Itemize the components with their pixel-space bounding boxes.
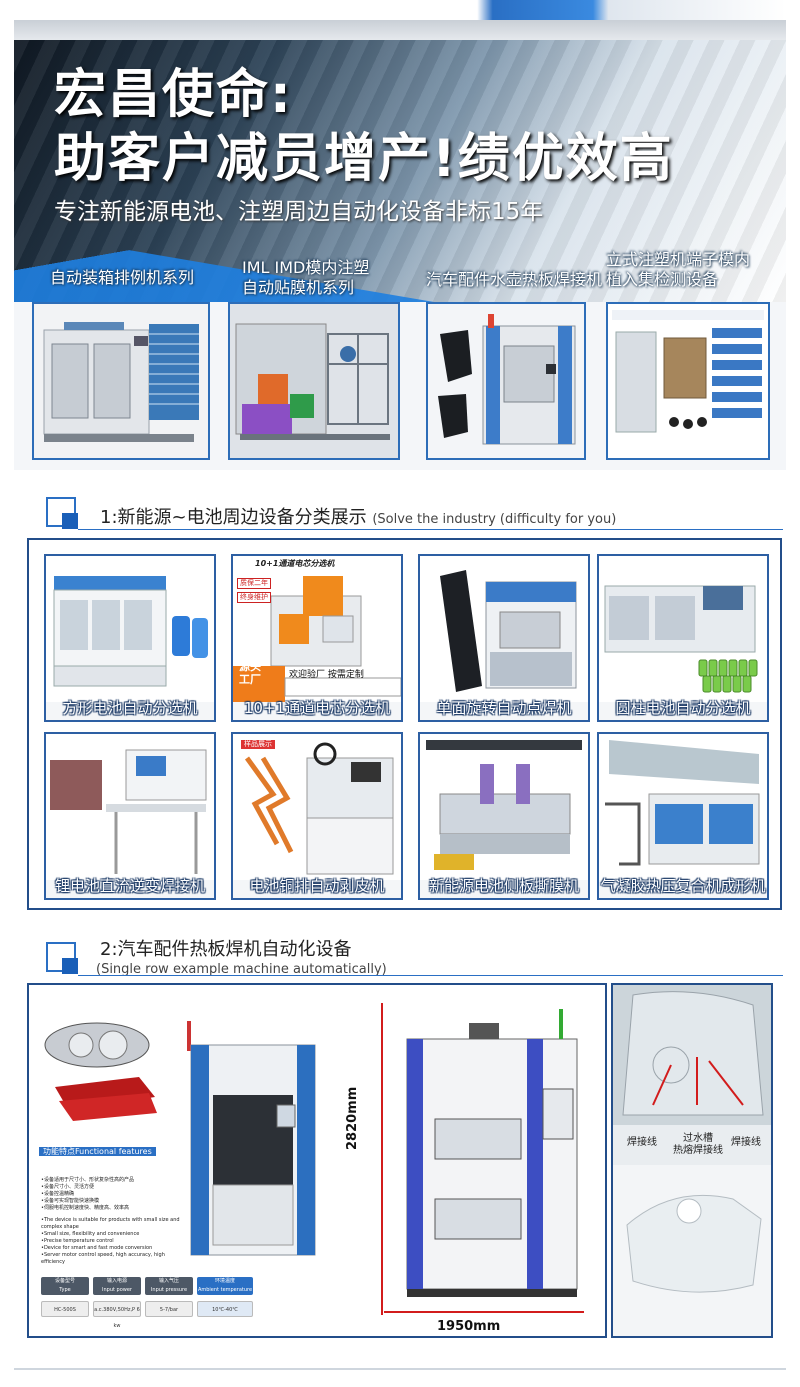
item-label: 单面旋转自动点焊机 — [436, 699, 572, 717]
cylinder-sorter-image — [599, 556, 767, 702]
channel-badge: 10+1通道电芯分选机 — [255, 559, 335, 568]
item-side-plate-peeler[interactable]: 新能源电池侧板撕膜机 — [418, 732, 590, 900]
feature-en-0: •The device is suitable for products wit… — [41, 1217, 180, 1223]
feature-en-4: •Device for smart and fast mode conversi… — [41, 1245, 153, 1251]
weld-line-left-label: 焊接线 — [627, 1137, 657, 1148]
item-aerogel-press[interactable]: 气凝胶热压复合机成形机 — [597, 732, 769, 900]
feature-cn-4: •伺服电机控制速度快、精度高、效率高 — [41, 1205, 129, 1211]
weld-detail-panel: 焊接线 过水槽 热熔焊接线 焊接线 — [611, 983, 773, 1338]
item-label: 方形电池自动分选机 — [62, 699, 198, 717]
section2-square-inner — [62, 958, 78, 974]
feature-en-2: •Small size, flexibility and convenience — [41, 1231, 140, 1237]
copper-stripper-image — [233, 734, 401, 880]
spec-value-power: a.c.380V,50Hz,P 6 kw — [93, 1301, 141, 1329]
features-heading: 功能特点Functional features — [39, 1147, 156, 1156]
bottom-rule — [14, 1368, 786, 1370]
hero-product-cards — [32, 302, 772, 462]
item-dc-welder[interactable]: 锂电池直流逆变焊接机 — [44, 732, 216, 900]
product-label-3: 汽车配件水壶热板焊接机 — [426, 270, 603, 289]
width-dimension-text: 1950mm — [437, 1319, 501, 1334]
aerogel-press-image — [599, 734, 767, 880]
spec-value-temp: 10℃-40℃ — [197, 1301, 253, 1317]
hero-top-bar — [14, 0, 786, 42]
hot-plate-welder-machine-image — [187, 1021, 316, 1256]
weld-line-middle-label: 过水槽 热熔焊接线 — [673, 1133, 723, 1156]
hot-plate-machine-image — [428, 304, 584, 458]
item-cylinder-sorter[interactable]: 圆柱电池自动分选机 — [597, 554, 769, 722]
sample-badge: 样品展示 — [241, 740, 275, 749]
feature-en-6: efficiency — [41, 1259, 66, 1265]
square-battery-sorter-image — [46, 556, 214, 702]
source-factory-badge: 源头 工厂 — [239, 660, 261, 686]
feature-cn-0: •设备适用于尺寸小、形状复杂性高的产品 — [41, 1177, 134, 1183]
product-label-4: 立式注塑机端子模内 植入集检测设备 — [606, 250, 751, 289]
section1-square-inner — [62, 513, 78, 529]
maintain-badge: 终身维护 — [237, 592, 271, 603]
feature-cn-3: •设备可实现智能快速换模 — [41, 1198, 99, 1204]
vertical-injection-diagram — [608, 304, 768, 458]
item-label: 新能源电池侧板撕膜机 — [428, 877, 579, 895]
section1-title: 1:新能源~电池周边设备分类展示 (Solve the industry (di… — [100, 507, 617, 528]
height-dimension-line — [381, 1003, 383, 1315]
dc-welder-image — [46, 734, 214, 880]
hero-title-line2: 助客户减员增产!绩优效高 — [54, 129, 674, 189]
feature-en-3: •Precise temperature control — [41, 1238, 114, 1244]
feature-en-5: •Server motor control speed, high accura… — [41, 1252, 165, 1258]
height-dimension-text: 2820mm — [345, 1086, 360, 1150]
product-card-iml[interactable] — [228, 302, 400, 460]
item-label: 锂电池直流逆变焊接机 — [54, 877, 205, 895]
item-copper-stripper[interactable]: 样品展示 电池铜排自动剥皮机 — [231, 732, 403, 900]
hero-title-line1: 宏昌使命: — [54, 65, 293, 125]
item-spot-welder[interactable]: 单面旋转自动点焊机 — [418, 554, 590, 722]
spec-value-pressure: 5-7/bar — [145, 1301, 193, 1317]
item-label: 圆柱电池自动分选机 — [615, 699, 751, 717]
section2-rule — [78, 975, 783, 976]
welcome-badge: 欢迎验厂 按需定制 — [289, 670, 364, 680]
item-channel-sorter[interactable]: 10+1通道电芯分选机 质保二年 终身维护 源头 工厂 欢迎验厂 按需定制 10… — [231, 554, 403, 722]
product-label-2: IML IMD模内注塑 自动贴膜机系列 — [242, 258, 370, 297]
spec-value-type: HC-500S — [41, 1301, 89, 1317]
product-label-1: 自动装箱排例机系列 — [50, 268, 195, 287]
section2-subtitle: (Single row example machine automaticall… — [96, 962, 387, 977]
battery-equipment-grid: 方形电池自动分选机 10+1通道电芯分选机 质保二年 终身维护 源头 工厂 欢迎… — [27, 538, 782, 910]
item-square-battery-sorter[interactable]: 方形电池自动分选机 — [44, 554, 216, 722]
feature-en-1: complex shape — [41, 1224, 79, 1230]
spot-welder-image — [420, 556, 588, 702]
machine-dimension-drawing — [406, 1009, 578, 1297]
product-card-box-packing[interactable] — [32, 302, 210, 460]
hero-banner: 宏昌使命: 助客户减员增产!绩优效高 专注新能源电池、注塑周边自动化设备非标15… — [14, 0, 786, 470]
weld-line-right-label: 焊接线 — [731, 1137, 761, 1148]
hot-plate-welder-panel: 功能特点Functional features •设备适用于尺寸小、形状复杂性高… — [27, 983, 607, 1338]
width-dimension-line — [384, 1311, 584, 1313]
box-packing-machine-image — [34, 304, 208, 458]
side-plate-peeler-image — [420, 734, 588, 880]
product-card-hot-plate[interactable] — [426, 302, 586, 460]
weld-detail-image — [613, 985, 771, 1336]
product-card-vertical-injection[interactable] — [606, 302, 770, 460]
warranty-badge: 质保二年 — [237, 578, 271, 589]
feature-cn-1: •设备尺寸小、灵活方便 — [41, 1184, 94, 1190]
car-lights-image — [44, 1022, 157, 1121]
iml-machine-image — [230, 304, 398, 458]
section1-rule — [78, 529, 783, 530]
item-label: 10+1通道电芯分选机 — [243, 699, 391, 717]
feature-cn-2: •设备控温精确 — [41, 1191, 74, 1197]
hero-subtitle: 专注新能源电池、注塑周边自动化设备非标15年 — [54, 199, 544, 225]
item-label: 电池铜排自动剥皮机 — [249, 877, 385, 895]
section2-title: 2:汽车配件热板焊机自动化设备 — [100, 939, 352, 960]
item-label: 气凝胶热压复合机成形机 — [600, 877, 766, 895]
